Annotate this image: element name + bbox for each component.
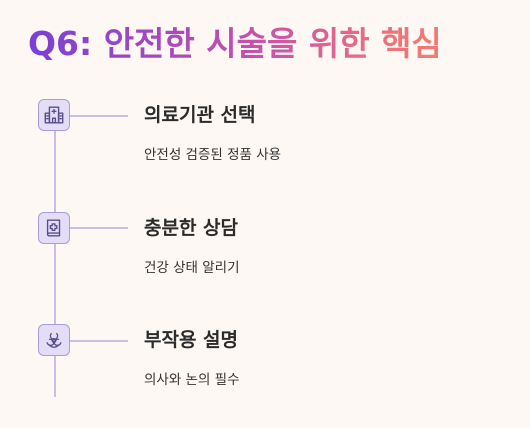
step-description-3: 의사와 논의 필수 [144,372,240,388]
step-title-3: 부작용 설명 [144,329,239,351]
step-description-1: 안전성 검증된 정품 사용 [144,147,282,163]
hospital-icon [44,106,64,124]
biohazard-icon [46,332,62,348]
step-title-1: 의료기관 선택 [144,104,256,126]
step-description-2: 건강 상태 알리기 [144,260,240,276]
connector-2 [70,227,128,229]
connector-1 [70,115,128,117]
timeline-line [54,103,56,397]
step-title-2: 충분한 상담 [144,217,239,239]
step-icon-box-2 [38,212,70,244]
page-title: Q6: 안전한 시술을 위한 핵심 [28,18,508,70]
step-icon-box-1 [38,99,70,131]
medical-book-icon [46,219,61,237]
connector-3 [70,340,128,342]
step-icon-box-3 [38,324,70,356]
